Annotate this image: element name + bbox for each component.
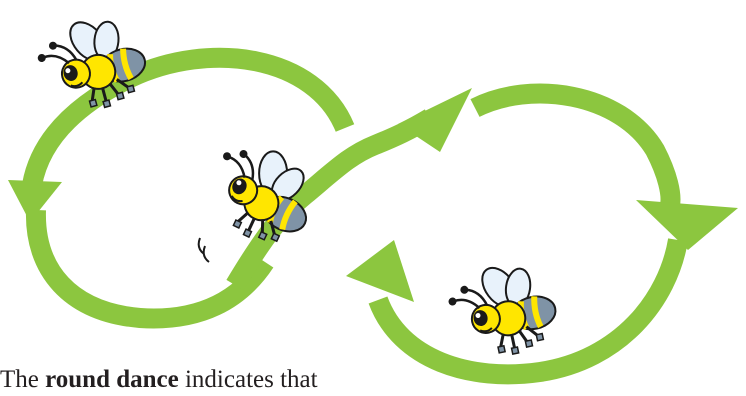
- caption: The round dance indicates that: [0, 364, 420, 396]
- bee-icon: [442, 252, 562, 365]
- loop-arrow-icon: [8, 47, 738, 385]
- caption-suffix: indicates that: [178, 366, 318, 393]
- caption-emphasis: round dance: [45, 366, 179, 393]
- caption-prefix: The: [0, 366, 46, 393]
- motion-lines: [197, 237, 210, 263]
- bee-icon: [30, 4, 154, 121]
